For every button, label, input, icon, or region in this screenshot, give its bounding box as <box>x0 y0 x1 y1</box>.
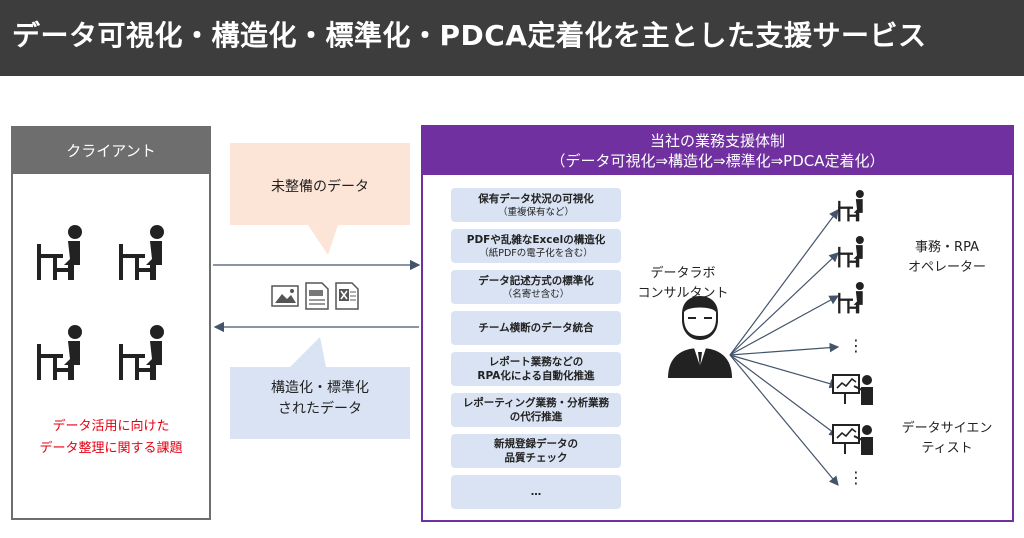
data-scientist-icon <box>832 424 873 455</box>
seated-worker-icon <box>119 225 164 280</box>
service-item-title: データ記述方式の標準化 <box>478 274 594 287</box>
service-item-title: 品質チェック <box>504 452 568 464</box>
support-subtitle: （データ可視化⇒構造化⇒標準化⇒PDCA定着化） <box>550 152 885 170</box>
service-item-title: PDFや乱雑なExcelの構造化 <box>466 233 606 246</box>
seated-worker-icon <box>37 325 82 380</box>
operator-icon <box>838 282 864 314</box>
operator-role-label: 事務・RPA オペレーター <box>892 238 1002 278</box>
role-line: ティスト <box>921 441 973 456</box>
caption-line: データ活用に向けた <box>52 419 170 434</box>
pdf-file-icon <box>305 282 329 310</box>
bubble-line: されたデータ <box>278 401 362 417</box>
more-scientists-ellipsis: ⋮ <box>848 468 864 487</box>
service-item: … <box>451 475 621 509</box>
page-title: データ可視化・構造化・標準化・PDCA定着化を主とした支援サービス <box>12 19 927 52</box>
service-item-title: RPA化による自動化推進 <box>477 370 595 382</box>
service-item: レポート業務などの RPA化による自動化推進 <box>451 352 621 386</box>
caption-line: データ整理に関する課題 <box>39 441 183 456</box>
service-item: データ記述方式の標準化 （名寄せ含む） <box>451 270 621 304</box>
role-line: データサイエン <box>901 421 993 436</box>
file-icons <box>271 282 359 310</box>
support-header: 当社の業務支援体制 （データ可視化⇒構造化⇒標準化⇒PDCA定着化） <box>423 127 1012 175</box>
support-title: 当社の業務支援体制 <box>649 132 785 150</box>
operator-icon <box>838 190 864 222</box>
client-header: クライアント <box>13 128 209 174</box>
seated-worker-icon <box>37 225 82 280</box>
service-item-title: チーム横断のデータ統合 <box>478 322 594 334</box>
role-line: 事務・RPA <box>915 240 979 255</box>
client-issue-caption: データ活用に向けた データ整理に関する課題 <box>13 416 209 460</box>
client-box: クライアント <box>11 126 211 520</box>
service-item: 新規登録データの 品質チェック <box>451 434 621 468</box>
consultant-line: データラボ <box>650 266 716 281</box>
service-item-title: レポート業務などの <box>488 356 584 368</box>
service-item-title: 新規登録データの <box>494 438 578 450</box>
excel-file-icon <box>335 282 359 310</box>
structured-data-bubble-text: 構造化・標準化 されたデータ <box>230 378 410 420</box>
service-item-title: の代行推進 <box>509 411 563 423</box>
consultant-network <box>668 209 840 486</box>
seated-worker-icon <box>119 325 164 380</box>
service-item-note: （名寄せ含む） <box>502 288 570 300</box>
bubble-line: 構造化・標準化 <box>271 380 369 396</box>
service-item-note: （紙PDFの電子化を含む） <box>479 247 593 259</box>
fan-out-arrows <box>729 209 840 486</box>
raw-data-bubble-shape <box>230 143 410 255</box>
service-item-title: レポーティング業務・分析業務 <box>462 397 610 409</box>
service-item: PDFや乱雑なExcelの構造化 （紙PDFの電子化を含む） <box>451 229 621 263</box>
image-file-icon <box>271 285 299 307</box>
service-item: 保有データ状況の可視化 （重複保有など） <box>451 188 621 222</box>
role-line: オペレーター <box>907 260 986 275</box>
title-banner: データ可視化・構造化・標準化・PDCA定着化を主とした支援サービス <box>0 0 1024 76</box>
consultant-icon <box>668 296 732 378</box>
service-item-title: 保有データ状況の可視化 <box>478 192 594 205</box>
data-flow-arrows <box>213 259 421 333</box>
service-item: チーム横断のデータ統合 <box>451 311 621 345</box>
operator-icon <box>838 236 864 268</box>
scientist-role-label: データサイエン ティスト <box>892 419 1002 459</box>
service-item-note: （重複保有など） <box>497 206 574 218</box>
service-item-title: … <box>530 486 542 498</box>
raw-data-bubble-text: 未整備のデータ <box>271 179 369 195</box>
structured-data-bubble-shape <box>230 337 410 439</box>
data-scientist-icon <box>832 374 873 405</box>
more-operators-ellipsis: ⋮ <box>848 336 864 355</box>
service-item: レポーティング業務・分析業務 の代行推進 <box>451 393 621 427</box>
